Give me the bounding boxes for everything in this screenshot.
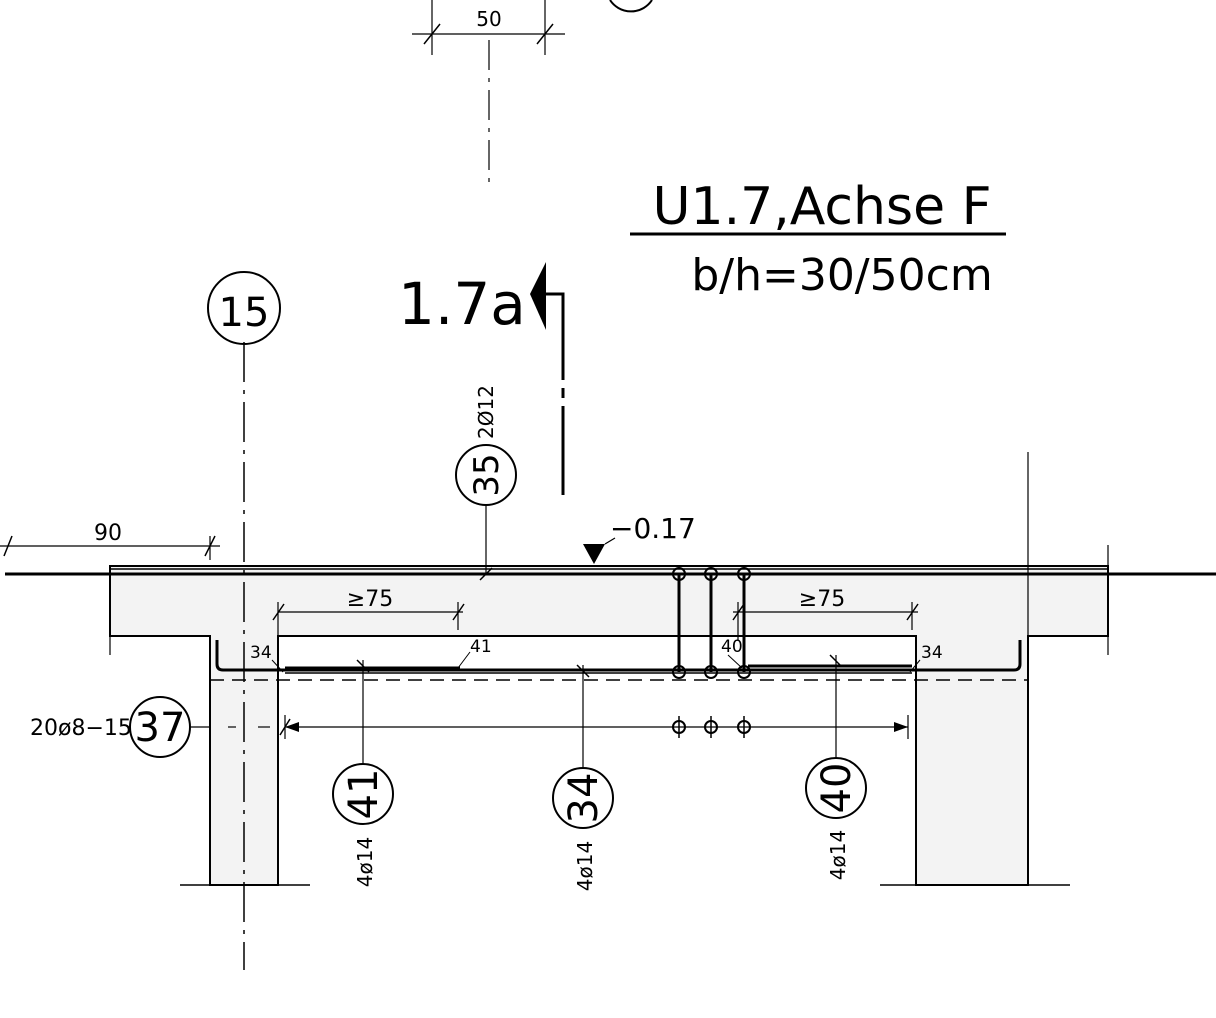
leader <box>727 654 743 669</box>
bar-37-pos: 37 <box>135 705 186 751</box>
bar-bubble <box>332 763 394 825</box>
cover-left: 34 <box>250 643 272 663</box>
dim-tick <box>452 603 465 621</box>
leader-tick <box>576 664 590 678</box>
title-block: U1.7,Achse F b/h=30/50cm <box>630 177 1006 301</box>
level-leader <box>604 537 616 545</box>
bar-34-spec: 4ø14 <box>573 841 597 891</box>
dim-text-90: 90 <box>94 521 122 546</box>
anchorage-dims: ≥75 ≥75 <box>272 587 919 640</box>
dim-tick <box>272 603 285 621</box>
level-marker: −0.17 <box>583 512 696 564</box>
dim-tick <box>732 603 745 621</box>
lap-40: 40 <box>721 637 743 657</box>
concrete-section <box>109 452 1109 886</box>
small-labels: 34 34 41 40 <box>250 637 943 673</box>
lap-41: 41 <box>470 637 492 657</box>
bar-circle <box>704 567 718 581</box>
arrow-right <box>894 722 908 732</box>
cover-right: 34 <box>921 643 943 663</box>
dim-tick <box>3 535 13 557</box>
leader <box>271 659 284 673</box>
dim-text-50: 50 <box>476 7 501 31</box>
bar-circle <box>672 567 686 581</box>
top-dimension-50: 50 <box>412 0 653 185</box>
dim-tick <box>906 603 919 621</box>
drawing-title: U1.7,Achse F <box>652 177 991 237</box>
bar-34-pos: 34 <box>561 773 607 824</box>
beam-and-columns-outline <box>109 565 1109 886</box>
dim-tick <box>279 718 291 736</box>
dim-anchor-right: ≥75 <box>799 587 845 612</box>
partial-bubble <box>609 0 653 13</box>
bar-40-pos: 40 <box>814 763 860 814</box>
drawing-subtitle: b/h=30/50cm <box>691 250 992 301</box>
reinforcement <box>215 567 1022 679</box>
bar-circle <box>737 567 751 581</box>
dim-tick <box>423 23 441 45</box>
axis-15: 15 <box>207 271 281 970</box>
leader-tick <box>829 654 843 668</box>
bar-37-spec: 20ø8−15 <box>30 716 132 741</box>
bar-40-spec: 4ø14 <box>826 830 850 880</box>
dimension-90: 90 <box>0 521 220 560</box>
bar-35-spec: 2Ø12 <box>474 385 498 439</box>
section-arrow-shaft <box>546 292 565 380</box>
leader-tick <box>479 567 493 581</box>
level-value: −0.17 <box>610 512 696 545</box>
bar-callout-41: 41 4ø14 <box>332 659 394 887</box>
leader <box>457 651 471 669</box>
bar-circle <box>704 665 718 679</box>
leader <box>909 659 921 673</box>
section-mark-label: 1.7a <box>398 270 526 338</box>
bar-callout-35: 35 2Ø12 <box>455 385 517 581</box>
bar-callout-34: 34 4ø14 <box>552 664 614 891</box>
leader-tick <box>356 659 370 673</box>
bar-bubble <box>552 767 614 829</box>
bar-circle <box>672 665 686 679</box>
bar-bubble <box>805 757 867 819</box>
bar-circle <box>737 665 751 679</box>
bottom-bar-with-hooks <box>215 640 1022 672</box>
dim-tick <box>536 23 554 45</box>
level-triangle <box>583 544 605 564</box>
section-arrow-head <box>530 262 546 330</box>
bar-callout-37: 20ø8−15 37 <box>30 696 909 758</box>
dim-anchor-left: ≥75 <box>347 587 393 612</box>
bar-41-pos: 41 <box>341 769 387 820</box>
axis-label: 15 <box>219 290 270 336</box>
arrow-left <box>285 722 299 732</box>
section-cut-marker: 1.7a <box>398 262 565 495</box>
axis-bubble <box>207 271 281 345</box>
bar-35-pos: 35 <box>467 453 507 496</box>
bar-callout-40: 40 4ø14 <box>805 654 867 880</box>
bar-41-spec: 4ø14 <box>353 837 377 887</box>
